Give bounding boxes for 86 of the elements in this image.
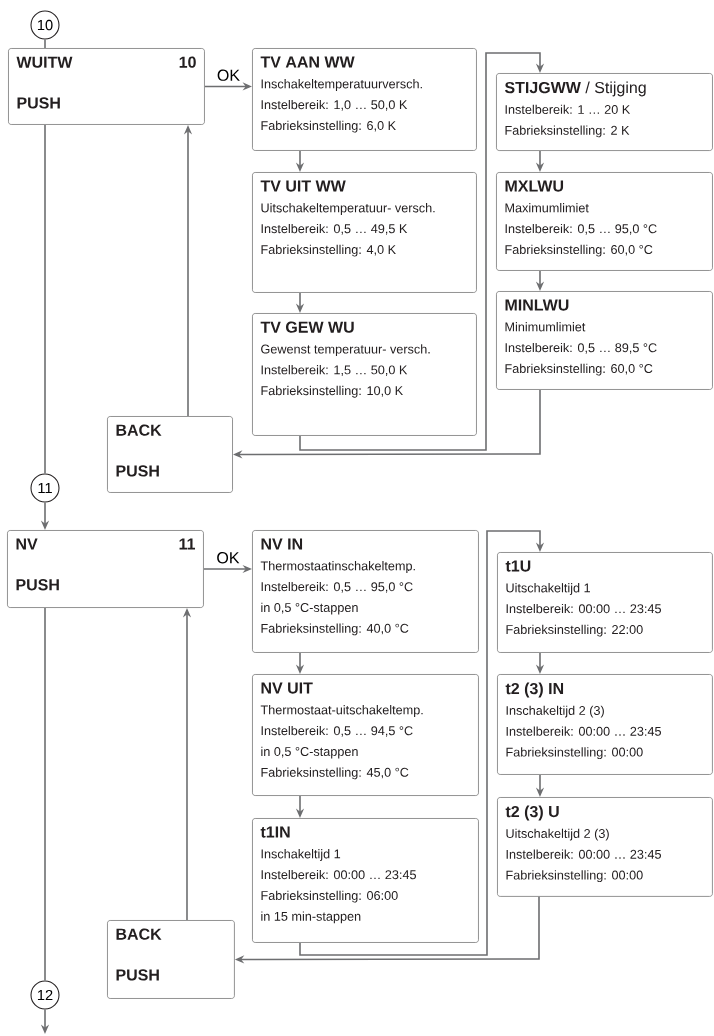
parameter-text: Fabrieksinstelling: 60,0 °C [505,363,653,376]
parameter-box [496,73,713,151]
parameter-text: Maximumlimiet [505,203,589,213]
parameter-text: Thermostaat-uitschakeltemp. [260,705,423,717]
parameter-box [252,530,479,653]
parameter-box [497,552,713,653]
parameter-box [496,172,713,271]
parameter-box [496,291,713,390]
parameter-text: Fabrieksinstelling: 6,0 K [261,120,396,133]
parameter-text: Uitschakeltijd 1 [506,583,590,595]
push-label: PUSH [116,969,159,981]
step-number: 10 [37,19,53,31]
parameter-text: Instelbereik: 0,5 … 95,0 °C [505,223,657,235]
step-number: 12 [37,989,53,1001]
parameter-box [252,674,479,796]
edge-label: OK [217,552,240,564]
parameter-text: Instelbereik: 1,5 … 50,0 K [261,365,408,376]
parameter-text: in 0,5 °C-stappen [261,746,358,759]
step-circle [30,10,60,40]
parameter-text: Instelbereik: 0,5 … 94,5 °C [261,725,413,737]
parameter-text: Instelbereik: 0,5 … 95,0 °C [261,581,413,593]
edge-label: OK [217,69,240,81]
parameter-box [252,818,479,943]
parameter-text: Inschakeltemperatuurversch. [261,79,422,91]
parameter-title: t2 (3) U [505,805,559,821]
parameter-title: t1IN [260,826,290,838]
parameter-title: t1U [505,560,531,572]
parameter-text: Minimumlimiet [505,322,586,332]
parameter-text: Fabrieksinstelling: 60,0 °C [505,244,653,257]
parameter-text: Inschakeltijd 2 (3) [506,705,604,718]
parameter-title: MXLWU [505,180,564,192]
parameter-text: Fabrieksinstelling: 22:00 [506,624,643,637]
parameter-text: Inschakeltijd 1 [261,849,341,861]
parameter-text: in 0,5 °C-stappen [261,602,358,615]
arrow [299,530,545,956]
parameter-text: Instelbereik: 00:00 … 23:45 [261,869,416,880]
parameter-title: t2 (3) IN [505,682,564,698]
parameter-box [252,48,477,151]
menu-box [8,48,205,125]
parameter-text: Fabrieksinstelling: 4,0 K [261,244,396,257]
parameter-box [252,313,477,436]
parameter-title: NV IN [261,538,303,550]
parameter-title: TV UIT WW [260,180,346,192]
menu-number: 10 [179,56,196,68]
parameter-title: NV UIT [261,682,313,694]
parameter-box [497,797,713,897]
parameter-title: TV GEW WU [260,321,354,333]
parameter-text: Thermostaatinschakeltemp. [260,561,415,573]
parameter-text: Instelbereik: 0,5 … 89,5 °C [505,342,657,354]
menu-title: NV [16,538,38,550]
parameter-text: Fabrieksinstelling: 06:00 [261,890,398,903]
step-circle [30,980,60,1010]
parameter-text: Instelbereik: 00:00 … 23:45 [506,726,661,736]
parameter-text: Instelbereik: 00:00 … 23:45 [506,603,661,614]
parameter-box [252,172,477,293]
parameter-text: Instelbereik: 0,5 … 49,5 K [261,223,408,235]
back-box [107,920,235,999]
back-box [107,416,233,493]
parameter-box [497,674,713,775]
menu-box [7,530,204,608]
back-label: BACK [116,424,162,436]
step-circle [30,473,60,503]
parameter-text: Instelbereik: 1 … 20 K [505,104,631,114]
parameter-text: Uitschakeltijd 2 (3) [506,828,609,841]
parameter-text: in 15 min-stappen [261,911,361,924]
parameter-text: Fabrieksinstelling: 2 K [505,125,630,138]
parameter-title: STIJGWW / Stijging [504,81,646,97]
push-label: PUSH [116,465,159,477]
parameter-title: TV AAN WW [260,56,355,68]
parameter-text: Instelbereik: 00:00 … 23:45 [506,849,661,859]
back-label: BACK [116,928,162,940]
parameter-text: Gewenst temperatuur- versch. [261,344,430,357]
push-label: PUSH [16,579,59,591]
menu-title: WUITW [16,56,73,68]
parameter-text: Fabrieksinstelling: 10,0 K [261,385,403,398]
arrow [299,52,545,451]
push-label: PUSH [17,97,60,109]
parameter-text: Fabrieksinstelling: 00:00 [506,747,643,760]
parameter-text: Fabrieksinstelling: 40,0 °C [261,623,409,636]
parameter-text: Uitschakeltemperatuur- versch. [261,203,435,215]
parameter-text: Fabrieksinstelling: 00:00 [506,870,643,883]
step-number: 11 [38,482,52,494]
parameter-text: Fabrieksinstelling: 45,0 °C [261,767,409,780]
parameter-text: Instelbereik: 1,0 … 50,0 K [261,99,408,111]
parameter-title: MINLWU [505,299,569,311]
menu-number: 11 [179,538,195,550]
